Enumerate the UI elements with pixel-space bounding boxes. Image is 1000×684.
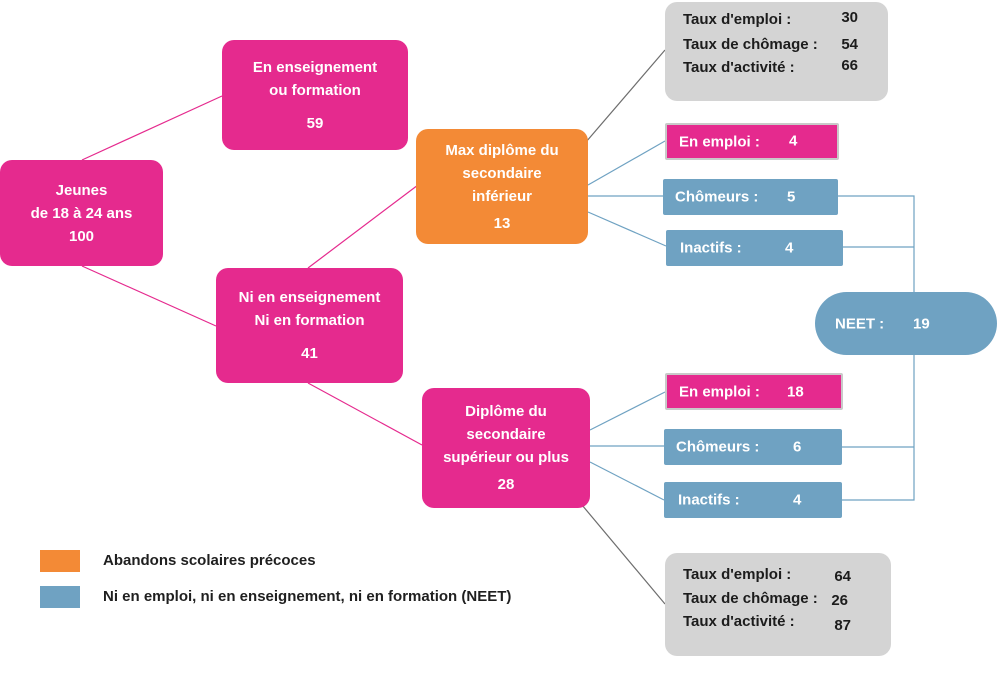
lower-rate-row: Taux d'emploi : 30: [683, 9, 870, 33]
node-upper-secondary: Diplôme du secondaire supérieur ou plus …: [422, 388, 590, 508]
legend-swatch-dropouts: [40, 550, 80, 572]
upper-unemployed-label: Chômeurs :: [676, 438, 760, 456]
upper-employed-value: 18: [787, 383, 804, 400]
upper-rate-label: Taux d'emploi :: [683, 566, 792, 583]
upper-rates-box: Taux d'emploi : 64 Taux de chômage : 26 …: [665, 553, 891, 656]
node-youth-line2: de 18 à 24 ans: [30, 204, 133, 222]
lower-inactive-label: Inactifs :: [680, 239, 742, 257]
neet-label: NEET :: [835, 315, 885, 332]
node-lower-value: 13: [493, 214, 511, 232]
upper-rate-row: Taux d'activité : 87: [683, 613, 873, 635]
upper-inactive-box: Inactifs : 4: [664, 482, 842, 518]
upper-unemployed-value: 6: [793, 438, 802, 456]
lower-inactive-box: Inactifs : 4: [666, 230, 843, 266]
lower-employed-label: En emploi :: [679, 133, 760, 150]
upper-rate-row: Taux de chômage : 26: [683, 590, 873, 612]
upper-employed-box: En emploi : 18: [665, 373, 843, 410]
lower-rate-row: Taux d'activité : 66: [683, 57, 870, 81]
lower-rate-label: Taux de chômage :: [683, 36, 818, 53]
upper-rate-row: Taux d'emploi : 64: [683, 566, 873, 588]
lower-rate-value: 66: [841, 57, 858, 74]
node-upper-line3: supérieur ou plus: [443, 449, 569, 466]
node-neither-line2: Ni en formation: [254, 312, 365, 329]
lower-unemployed-value: 5: [787, 188, 796, 206]
legend-swatch-neet: [40, 586, 80, 608]
node-education-value: 59: [306, 114, 324, 132]
node-upper-value: 28: [497, 476, 515, 493]
legend-label-dropouts: Abandons scolaires précoces: [103, 552, 316, 569]
upper-employed-label: En emploi :: [679, 383, 760, 400]
neet-total: NEET : 19: [815, 292, 997, 355]
lower-employed-value: 4: [789, 132, 798, 150]
lower-unemployed-label: Chômeurs :: [675, 188, 759, 206]
node-lower-line1: Max diplôme du: [445, 141, 559, 159]
lower-rate-label: Taux d'emploi :: [683, 11, 792, 28]
lower-rate-value: 54: [841, 36, 858, 53]
node-lower-secondary: Max diplôme du secondaire inférieur 13: [416, 129, 588, 244]
node-neither-value: 41: [301, 345, 318, 362]
upper-rate-value: 87: [834, 617, 851, 634]
upper-inactive-value: 4: [793, 491, 802, 509]
node-youth-line1: Jeunes: [55, 181, 108, 199]
lower-rate-value: 30: [841, 9, 858, 26]
node-not-in-education: Ni en enseignement Ni en formation 41: [216, 268, 403, 383]
lower-rate-row: Taux de chômage : 54: [683, 36, 870, 58]
node-lower-line3: inférieur: [471, 187, 532, 205]
upper-inactive-label: Inactifs :: [678, 491, 740, 509]
node-neither-line1: Ni en enseignement: [238, 289, 381, 306]
lower-rates-box: Taux d'emploi : 30 Taux de chômage : 54 …: [665, 2, 888, 101]
upper-unemployed-box: Chômeurs : 6: [664, 429, 842, 465]
node-youth-18-24: Jeunes de 18 à 24 ans 100: [0, 160, 163, 266]
node-education-line1: En enseignement: [252, 58, 378, 76]
lower-unemployed-box: Chômeurs : 5: [663, 179, 838, 215]
node-upper-line2: secondaire: [466, 426, 546, 443]
node-upper-line1: Diplôme du: [465, 403, 547, 420]
upper-rate-label: Taux de chômage :: [683, 590, 818, 607]
lower-rate-label: Taux d'activité :: [683, 59, 795, 76]
node-lower-line2: secondaire: [462, 164, 542, 182]
lower-inactive-value: 4: [785, 239, 794, 257]
lower-employed-box: En emploi : 4: [665, 123, 839, 160]
node-education-line2: ou formation: [269, 81, 361, 99]
upper-rate-value: 26: [831, 592, 848, 609]
node-in-education: En enseignement ou formation 59: [222, 40, 408, 150]
node-youth-value: 100: [68, 227, 95, 245]
legend-label-neet: Ni en emploi, ni en enseignement, ni en …: [103, 588, 512, 605]
upper-rate-label: Taux d'activité :: [683, 613, 795, 630]
upper-rate-value: 64: [834, 568, 851, 585]
neet-value: 19: [913, 315, 930, 332]
